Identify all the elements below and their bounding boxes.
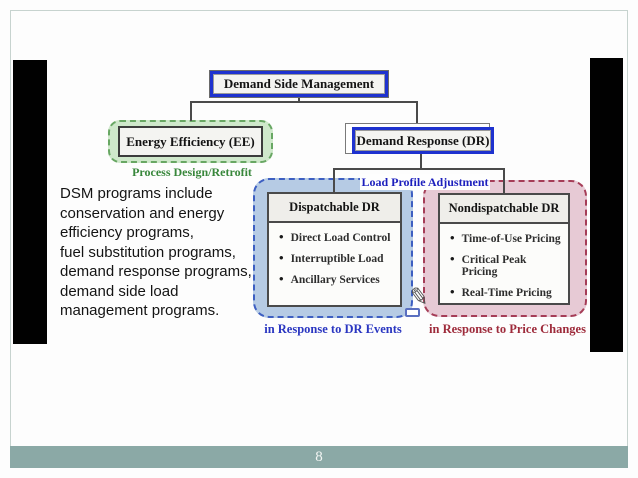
list-item: • Real-Time Pricing: [450, 284, 564, 299]
dr-events-caption: in Response to DR Events: [264, 322, 402, 336]
load-profile-adjustment-label: Load Profile Adjustment: [360, 174, 490, 190]
pencil-icon: ✎: [407, 281, 431, 313]
list-item-label: Time-of-Use Pricing: [461, 233, 561, 245]
pencil-chip-box: [405, 308, 420, 317]
connector-to-ee: [190, 101, 192, 121]
energy-efficiency-label: Energy Efficiency (EE): [126, 133, 255, 149]
list-item: • Ancillary Services: [279, 271, 396, 286]
nondispatchable-title: Nondispatchable DR: [448, 201, 560, 215]
list-item: • Interruptible Load: [279, 250, 396, 265]
dispatchable-header: Dispatchable DR: [269, 194, 400, 223]
connector-to-dispatchable: [333, 168, 335, 194]
dispatchable-title: Dispatchable DR: [289, 200, 380, 214]
list-item: • Direct Load Control: [279, 229, 396, 244]
bullet-icon: •: [279, 229, 284, 244]
price-changes-caption: in Response to Price Changes: [429, 322, 586, 336]
list-item-label: Interruptible Load: [290, 253, 384, 265]
connector-root-down: [298, 97, 300, 103]
bullet-icon: •: [450, 284, 455, 299]
nondispatchable-header: Nondispatchable DR: [440, 195, 568, 224]
energy-efficiency-box: Energy Efficiency (EE): [118, 126, 263, 157]
dsm-description-text: DSM programs include conservation and en…: [60, 185, 252, 319]
nondispatchable-panel: Nondispatchable DR • Time-of-Use Pricing…: [438, 193, 570, 305]
bullet-icon: •: [450, 251, 455, 266]
demand-response-label: Demand Response (DR): [356, 132, 490, 148]
process-design-retrofit-label: Process Design/Retrofit: [132, 165, 252, 179]
bullet-icon: •: [279, 250, 284, 265]
dispatchable-panel: Dispatchable DR • Direct Load Control • …: [267, 192, 402, 307]
connector-dr-horizontal: [333, 168, 505, 170]
demand-response-box: Demand Response (DR): [352, 127, 494, 154]
demand-side-management-label: Demand Side Management: [223, 76, 375, 91]
list-item-label: Direct Load Control: [290, 232, 391, 244]
demand-side-management-box: Demand Side Management: [210, 71, 388, 97]
left-black-bar: [13, 60, 47, 344]
page-number: 8: [315, 448, 323, 465]
list-item: • Time-of-Use Pricing: [450, 230, 564, 245]
connector-to-nondispatchable: [503, 168, 505, 195]
list-item-label: Critical Peak Pricing: [461, 254, 527, 278]
connector-top-horizontal: [190, 101, 418, 103]
connector-to-dr: [416, 101, 418, 125]
list-item-label: Real-Time Pricing: [461, 287, 552, 299]
nondispatchable-list: • Time-of-Use Pricing • Critical Peak Pr…: [440, 224, 568, 299]
dispatchable-list: • Direct Load Control • Interruptible Lo…: [269, 223, 400, 286]
right-black-bar: [590, 58, 623, 352]
list-item: • Critical Peak Pricing: [450, 251, 564, 278]
bullet-icon: •: [279, 271, 284, 286]
connector-dr-down: [420, 154, 422, 170]
footer-bar: 8: [10, 446, 628, 468]
list-item-label: Ancillary Services: [290, 274, 380, 286]
bullet-icon: •: [450, 230, 455, 245]
